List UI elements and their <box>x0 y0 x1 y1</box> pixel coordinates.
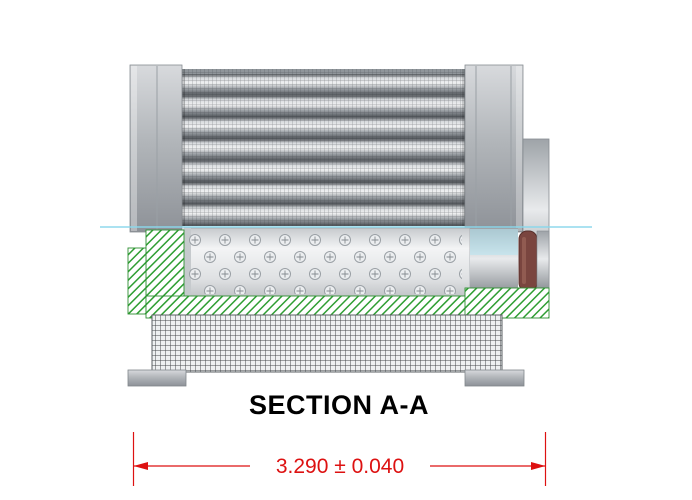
left-foot <box>127 369 187 387</box>
right-foot <box>464 369 525 387</box>
seal-retainer <box>536 230 550 294</box>
perforated-core-tube <box>183 227 518 297</box>
arrowhead-left <box>133 462 148 470</box>
oring-seal <box>518 230 550 294</box>
hatch-right-block <box>464 287 550 319</box>
section-hatch <box>127 229 550 319</box>
perforation-holes <box>186 231 462 294</box>
arrowhead-right <box>531 462 546 470</box>
filter-media-top <box>182 69 465 226</box>
dimension: 3.290 ± 0.040 <box>132 432 547 486</box>
left-end-cap <box>129 64 183 233</box>
cyan-reflection <box>470 229 518 255</box>
right-end-cap <box>464 64 524 233</box>
end-cap-feet <box>127 369 525 387</box>
dimension-text: 3.290 ± 0.040 <box>276 455 404 478</box>
wire-mesh-texture <box>182 69 465 226</box>
filter-media-bottom <box>151 314 503 373</box>
hatch-left-lower <box>127 247 147 315</box>
section-label: SECTION A-A <box>249 390 429 420</box>
